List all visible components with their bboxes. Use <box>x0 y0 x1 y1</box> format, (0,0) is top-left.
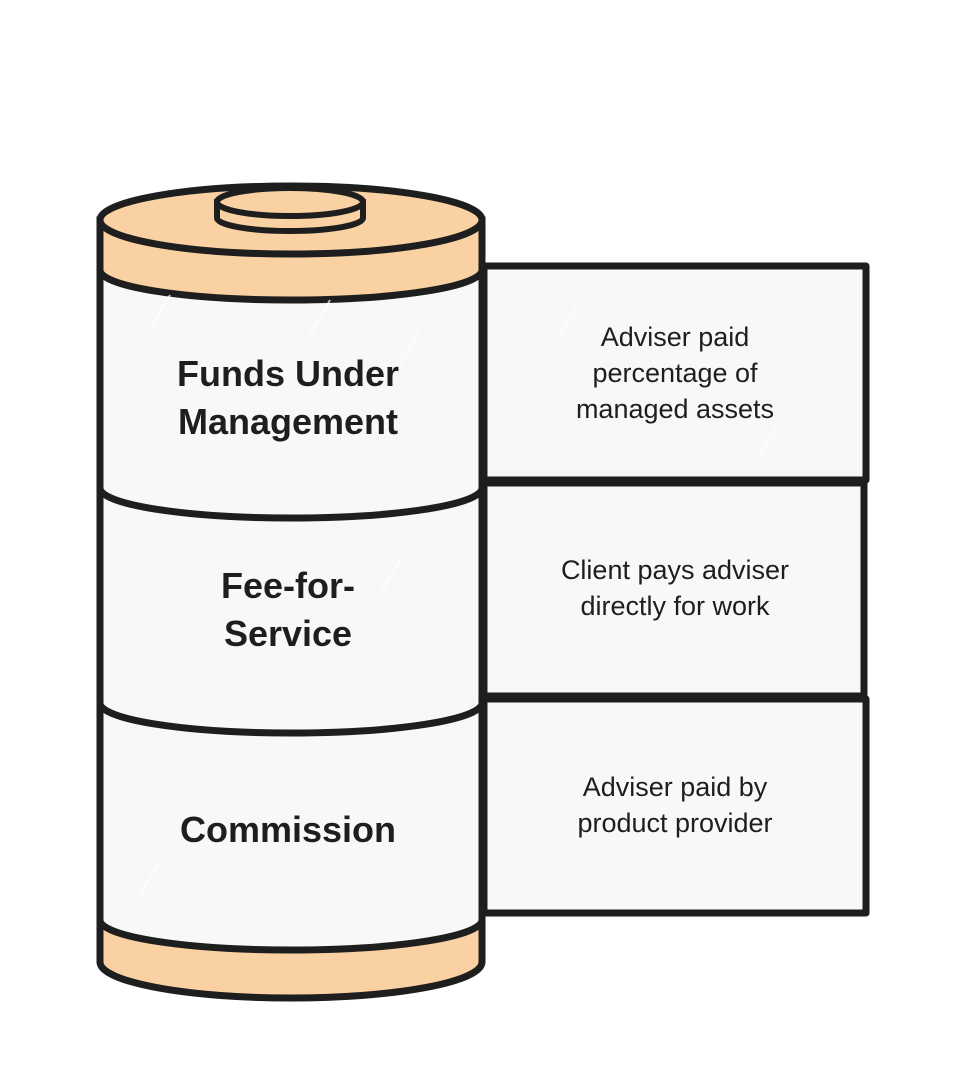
segment-label-text: Fee-for-Service <box>221 565 355 654</box>
battery-cylinder <box>96 182 486 1002</box>
description-commission: Adviser paid by product provider <box>555 767 795 843</box>
segment-label-funds-under-management: Funds Under Management <box>108 348 468 448</box>
description-text: Adviser paid by product provider <box>577 772 773 838</box>
segment-divider-1 <box>96 487 486 522</box>
segment-label-fee-for-service: Fee-for-Service <box>168 560 408 660</box>
description-funds-under-management: Adviser paid percentage of managed asset… <box>555 318 795 428</box>
description-text: Client pays adviser directly for work <box>560 555 790 621</box>
segment-divider-2 <box>96 702 486 737</box>
description-fee-for-service: Client pays adviser directly for work <box>540 550 810 626</box>
segment-label-commission: Commission <box>108 780 468 880</box>
segment-label-text: Commission <box>179 809 397 850</box>
description-text: Adviser paid percentage of managed asset… <box>575 322 775 424</box>
battery-terminal-top <box>214 185 366 219</box>
hatch-texture <box>139 294 781 896</box>
battery-body <box>96 256 486 954</box>
segment-label-text: Funds Under Management <box>177 353 399 442</box>
